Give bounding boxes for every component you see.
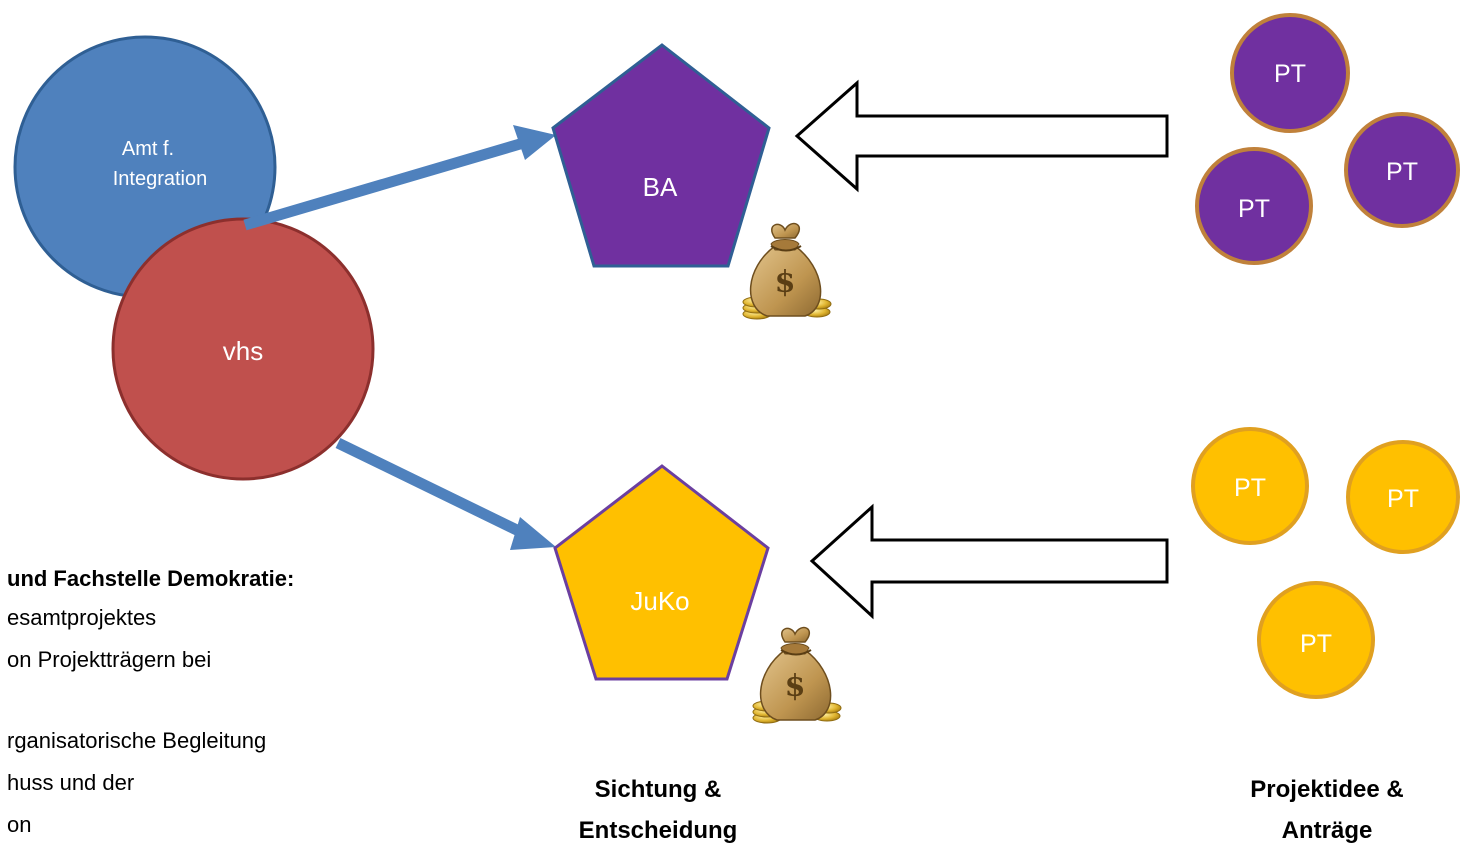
caption-sichtung-line2: Entscheidung — [579, 817, 738, 844]
hollow-arrow-bottom — [809, 503, 1169, 620]
money-bag-icon — [752, 626, 842, 724]
pt-label: PT — [1238, 195, 1270, 223]
text-block-line: huss und der — [7, 770, 134, 795]
juko-label: JuKo — [630, 586, 689, 616]
caption-projektidee-line1: Projektidee & — [1250, 776, 1403, 803]
fachstelle-text-block: und Fachstelle Demokratie: esamtprojekte… — [7, 566, 294, 837]
pt-label: PT — [1386, 158, 1418, 186]
caption-projektidee-line2: Anträge — [1282, 817, 1373, 844]
arrow-to-juko — [335, 438, 556, 550]
pt-label: PT — [1300, 630, 1332, 658]
pt-label: PT — [1387, 485, 1419, 513]
vhs-label: vhs — [223, 336, 263, 366]
arrow-to-ba — [243, 125, 556, 231]
text-block-line: on — [7, 812, 31, 837]
ba-node: BA — [551, 43, 771, 268]
text-block-line: on Projektträgern bei — [7, 647, 211, 672]
caption-projektidee: Projektidee & Anträge — [1250, 776, 1403, 844]
caption-sichtung: Sichtung & Entscheidung — [579, 776, 738, 844]
amt-label-line1: Amt f. — [122, 138, 174, 160]
pt-purple-2: PT — [1344, 112, 1460, 228]
pt-label: PT — [1274, 60, 1306, 88]
pt-label: PT — [1234, 474, 1266, 502]
money-bag-icon — [742, 222, 832, 320]
pt-purple-3: PT — [1195, 147, 1313, 265]
vhs-node: vhs — [111, 217, 375, 481]
caption-sichtung-line1: Sichtung & — [595, 776, 722, 803]
juko-node: JuKo — [553, 464, 770, 681]
ba-label: BA — [643, 172, 678, 202]
pt-yellow-2: PT — [1346, 440, 1460, 554]
pt-purple-1: PT — [1230, 13, 1350, 133]
pt-yellow-3: PT — [1257, 581, 1375, 699]
amt-label-line2: Integration — [113, 168, 208, 190]
text-block-line: rganisatorische Begleitung — [7, 728, 266, 753]
pt-yellow-1: PT — [1191, 427, 1309, 545]
text-block-line: esamtprojektes — [7, 605, 156, 630]
hollow-arrow-top — [794, 79, 1169, 193]
text-block-heading: und Fachstelle Demokratie: — [7, 566, 294, 591]
